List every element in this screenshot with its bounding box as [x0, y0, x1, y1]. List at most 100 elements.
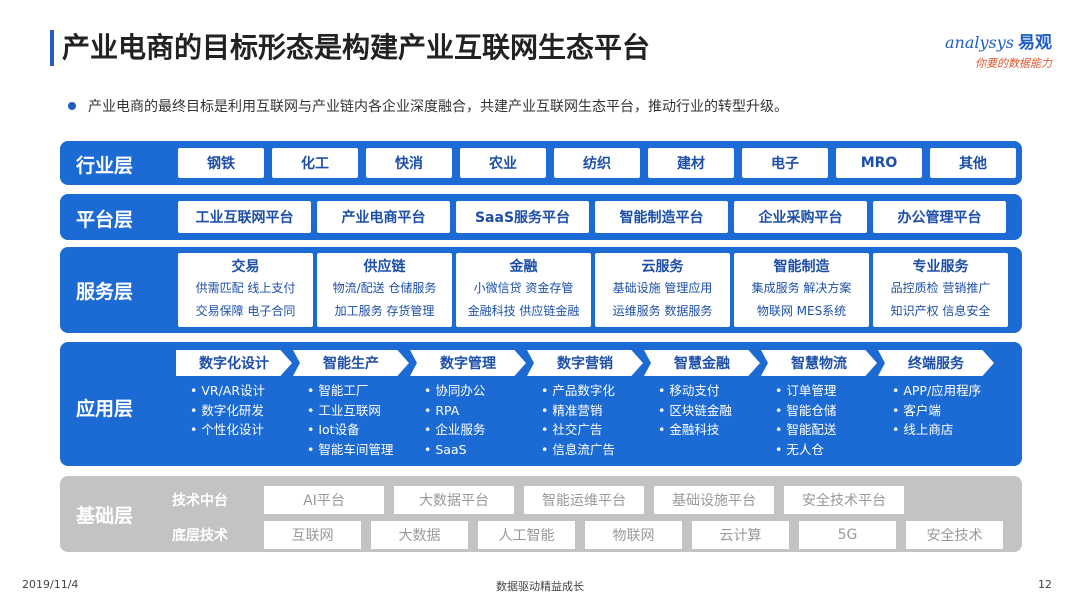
logo-english: analysys	[945, 33, 1014, 52]
application-arrow: 智慧金融	[644, 350, 760, 376]
tech-chip: 大数据平台	[394, 486, 514, 514]
list-item: • 产品数字化	[541, 383, 615, 398]
base-tech-label: 底层技术	[172, 528, 228, 544]
list-item: • 智能工厂	[307, 383, 369, 398]
service-title: 智能制造	[773, 259, 830, 275]
page-number: 12	[1038, 578, 1052, 591]
list-item: • 金融科技	[658, 422, 720, 437]
platform-chip: 办公管理平台	[873, 201, 1006, 233]
summary-text: 产业电商的最终目标是利用互联网与产业链内各企业深度融合，共建产业互联网生态平台，…	[88, 99, 788, 115]
service-line: 基础设施 管理应用	[612, 281, 713, 295]
tech-chip: 智能运维平台	[524, 486, 644, 514]
service-layer: 服务层 交易 供需匹配 线上支付 交易保障 电子合同 供应链 物流/配送 仓储服…	[60, 247, 1022, 333]
list-item: • RPA	[424, 402, 460, 418]
application-columns: 数字化设计 • VR/AR设计 • 数字化研发 • 个性化设计 智能生产 • 智…	[176, 350, 995, 459]
application-arrow: 数字营销	[527, 350, 643, 376]
service-card: 交易 供需匹配 线上支付 交易保障 电子合同	[178, 253, 313, 327]
layer-label: 服务层	[76, 281, 134, 303]
application-arrow: 智慧物流	[761, 350, 877, 376]
tech-platform-row: AI平台 大数据平台 智能运维平台 基础设施平台 安全技术平台	[264, 486, 904, 514]
application-arrow: 终端服务	[878, 350, 994, 376]
platform-chip: 产业电商平台	[317, 201, 450, 233]
application-column: 终端服务 • APP/应用程序 • 客户端 • 线上商店	[878, 350, 995, 459]
application-column: 数字管理 • 协同办公 • RPA • 企业服务 • SaaS	[410, 350, 527, 459]
application-list: • 订单管理 • 智能仓储 • 智能配送 • 无人仓	[761, 381, 878, 459]
list-item: • 社交广告	[541, 422, 603, 437]
base-tech-row: 互联网 大数据 人工智能 物联网 云计算 5G 安全技术	[264, 521, 1003, 549]
platform-chips: 工业互联网平台 产业电商平台 SaaS服务平台 智能制造平台 企业采购平台 办公…	[178, 201, 1006, 233]
list-item: • 个性化设计	[190, 422, 264, 437]
application-list: • 移动支付 • 区块链金融 • 金融科技	[644, 381, 761, 440]
list-item: • VR/AR设计	[190, 383, 266, 398]
layer-label: 行业层	[76, 155, 134, 177]
industry-chip: MRO	[836, 148, 922, 178]
base-chip: 云计算	[692, 521, 789, 549]
list-item: • 智能车间管理	[307, 441, 394, 457]
bullet-dot-icon	[68, 102, 76, 110]
logo-slogan: 你要的数据能力	[975, 57, 1052, 70]
industry-chip: 纺织	[554, 148, 640, 178]
platform-chip: 智能制造平台	[595, 201, 728, 233]
page-title: 产业电商的目标形态是构建产业互联网生态平台	[62, 31, 651, 64]
list-item: • 移动支付	[658, 383, 720, 398]
application-list: • APP/应用程序 • 客户端 • 线上商店	[878, 381, 995, 440]
infrastructure-layer: 基础层 技术中台 底层技术 AI平台 大数据平台 智能运维平台 基础设施平台 安…	[60, 476, 1022, 552]
application-list: • VR/AR设计 • 数字化研发 • 个性化设计	[176, 381, 293, 440]
base-chip: 人工智能	[478, 521, 575, 549]
list-item: • 订单管理	[775, 383, 837, 398]
application-arrow: 数字管理	[410, 350, 526, 376]
logo-chinese: 易观	[1018, 33, 1052, 53]
base-chip: 物联网	[585, 521, 682, 549]
service-line: 小微信贷 资金存管	[473, 281, 574, 295]
application-list: • 产品数字化 • 精准营销 • 社交广告 • 信息流广告	[527, 381, 644, 459]
application-column: 智慧金融 • 移动支付 • 区块链金融 • 金融科技	[644, 350, 761, 459]
industry-chip: 化工	[272, 148, 358, 178]
list-item: • 无人仓	[775, 441, 824, 457]
service-title: 云服务	[641, 259, 684, 275]
application-arrow: 数字化设计	[176, 350, 292, 376]
service-card: 专业服务 品控质检 营销推广 知识产权 信息安全	[873, 253, 1008, 327]
service-title: 供应链	[363, 259, 406, 275]
footer-date: 2019/11/4	[22, 578, 79, 591]
service-line: 物联网 MES系统	[756, 304, 847, 318]
list-item: • 企业服务	[424, 422, 486, 437]
layer-label: 基础层	[76, 505, 134, 527]
list-item: • 智能配送	[775, 422, 837, 437]
list-item: • APP/应用程序	[892, 383, 982, 398]
list-item: • 智能仓储	[775, 402, 837, 418]
industry-chips: 钢铁 化工 快消 农业 纺织 建材 电子 MRO 其他	[178, 148, 1016, 178]
application-arrow: 智能生产	[293, 350, 409, 376]
platform-chip: 工业互联网平台	[178, 201, 311, 233]
service-title: 交易	[231, 259, 260, 275]
application-column: 数字化设计 • VR/AR设计 • 数字化研发 • 个性化设计	[176, 350, 293, 459]
service-line: 加工服务 存货管理	[334, 304, 435, 318]
list-item: • 数字化研发	[190, 402, 264, 418]
platform-chip: 企业采购平台	[734, 201, 867, 233]
service-line: 金融科技 供应链金融	[467, 304, 580, 318]
industry-chip: 其他	[930, 148, 1016, 178]
industry-chip: 建材	[648, 148, 734, 178]
list-item: • 工业互联网	[307, 402, 381, 418]
list-item: • SaaS	[424, 441, 467, 457]
list-item: • 信息流广告	[541, 441, 615, 457]
base-chip: 大数据	[371, 521, 468, 549]
service-line: 物流/配送 仓储服务	[332, 281, 437, 295]
service-card: 智能制造 集成服务 解决方案 物联网 MES系统	[734, 253, 869, 327]
base-chip: 5G	[799, 521, 896, 549]
service-card: 金融 小微信贷 资金存管 金融科技 供应链金融	[456, 253, 591, 327]
application-list: • 智能工厂 • 工业互联网 • Iot设备 • 智能车间管理	[293, 381, 410, 459]
list-item: • 精准营销	[541, 402, 603, 418]
service-card: 云服务 基础设施 管理应用 运维服务 数据服务	[595, 253, 730, 327]
application-column: 数字营销 • 产品数字化 • 精准营销 • 社交广告 • 信息流广告	[527, 350, 644, 459]
service-title: 金融	[509, 259, 538, 275]
industry-chip: 农业	[460, 148, 546, 178]
list-item: • 线上商店	[892, 422, 954, 437]
industry-chip: 快消	[366, 148, 452, 178]
footer-slogan: 数据驱动精益成长	[496, 580, 584, 593]
layer-label: 平台层	[76, 209, 134, 231]
application-column: 智能生产 • 智能工厂 • 工业互联网 • Iot设备 • 智能车间管理	[293, 350, 410, 459]
platform-chip: SaaS服务平台	[456, 201, 589, 233]
base-chip: 互联网	[264, 521, 361, 549]
tech-chip: 安全技术平台	[784, 486, 904, 514]
application-list: • 协同办公 • RPA • 企业服务 • SaaS	[410, 381, 527, 459]
